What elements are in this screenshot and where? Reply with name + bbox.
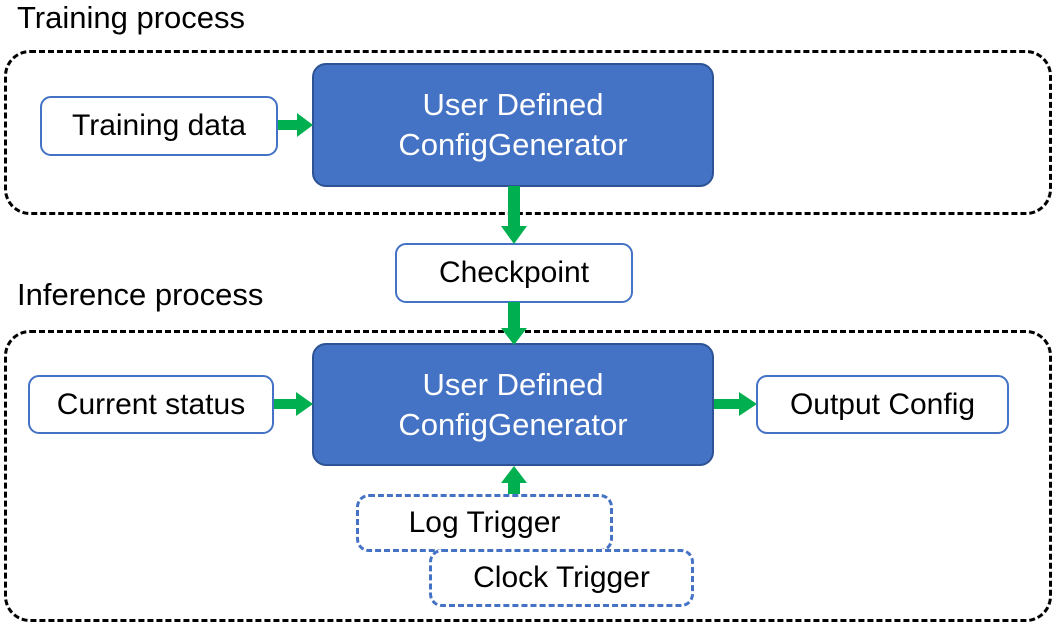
training-user-defined-configgenerator-box[interactable]: User Defined ConfigGenerator: [312, 63, 714, 187]
arrow-triggers-to-process-icon: [499, 466, 529, 498]
current-status-label: Current status: [56, 387, 246, 421]
inference-process-title: Inference process: [17, 277, 264, 312]
training-process-title: Training process: [17, 0, 246, 35]
arrow-process-to-output-config-icon: [714, 390, 758, 418]
output-config-label: Output Config: [789, 387, 976, 421]
inference-process-group: [4, 330, 1052, 622]
clock-trigger-box[interactable]: Clock Trigger: [429, 549, 694, 607]
inference-user-defined-configgenerator-box[interactable]: User Defined ConfigGenerator: [312, 343, 714, 466]
training-data-box[interactable]: Training data: [40, 96, 278, 156]
training-process-group: [4, 50, 1052, 215]
arrow-training-process-to-checkpoint-icon: [499, 186, 529, 245]
clock-trigger-label: Clock Trigger: [473, 561, 650, 594]
current-status-box[interactable]: Current status: [28, 375, 274, 434]
inference-process-label-line1: User Defined: [422, 366, 604, 402]
log-trigger-box[interactable]: Log Trigger: [356, 494, 613, 552]
training-data-label: Training data: [72, 109, 246, 142]
checkpoint-label: Checkpoint: [438, 256, 590, 289]
log-trigger-label: Log Trigger: [408, 506, 561, 539]
training-process-label-line1: User Defined: [422, 87, 604, 123]
arrow-current-status-to-process-icon: [274, 390, 314, 418]
arrow-checkpoint-to-inference-process-icon: [499, 302, 529, 346]
output-config-box[interactable]: Output Config: [756, 375, 1009, 434]
training-process-label-line2: ConfigGenerator: [398, 127, 628, 162]
arrow-training-data-to-process-icon: [278, 111, 314, 139]
inference-process-label-line2: ConfigGenerator: [398, 406, 628, 442]
checkpoint-box[interactable]: Checkpoint: [395, 243, 633, 303]
